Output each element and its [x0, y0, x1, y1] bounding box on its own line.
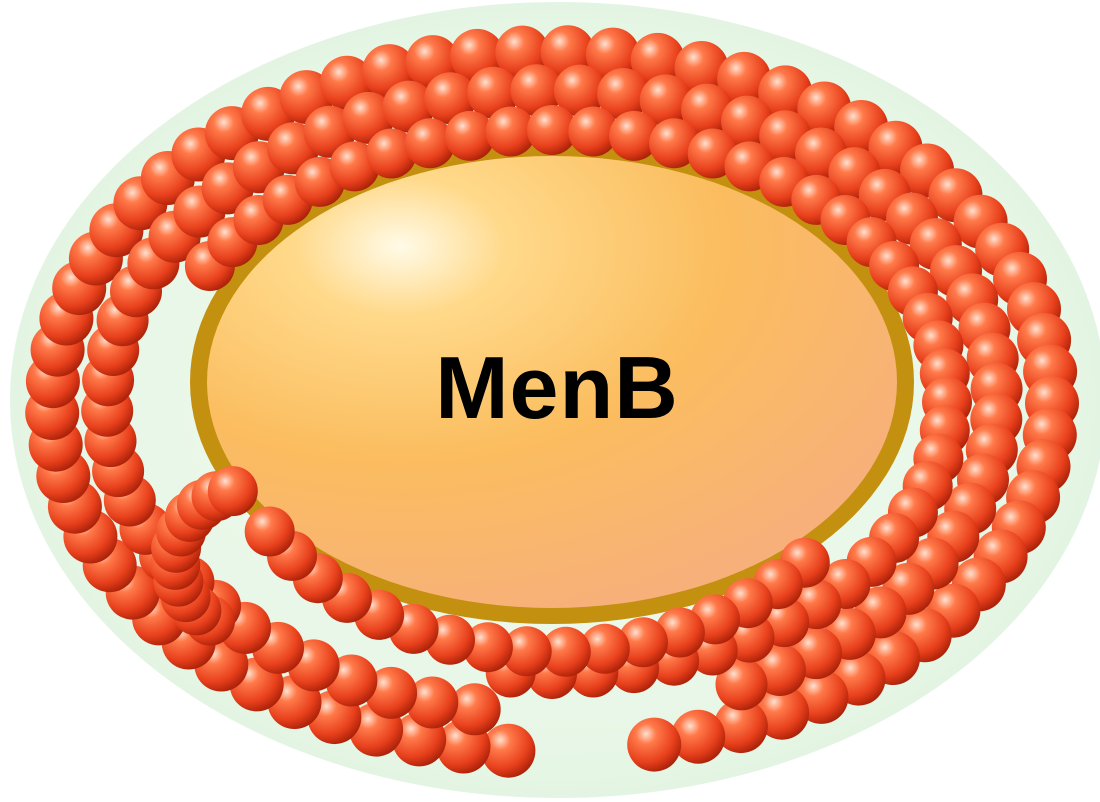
- bead-outer: [627, 718, 681, 772]
- bead-inner-lower: [245, 507, 295, 557]
- core-label: MenB: [435, 338, 679, 437]
- bead-loop: [208, 466, 258, 516]
